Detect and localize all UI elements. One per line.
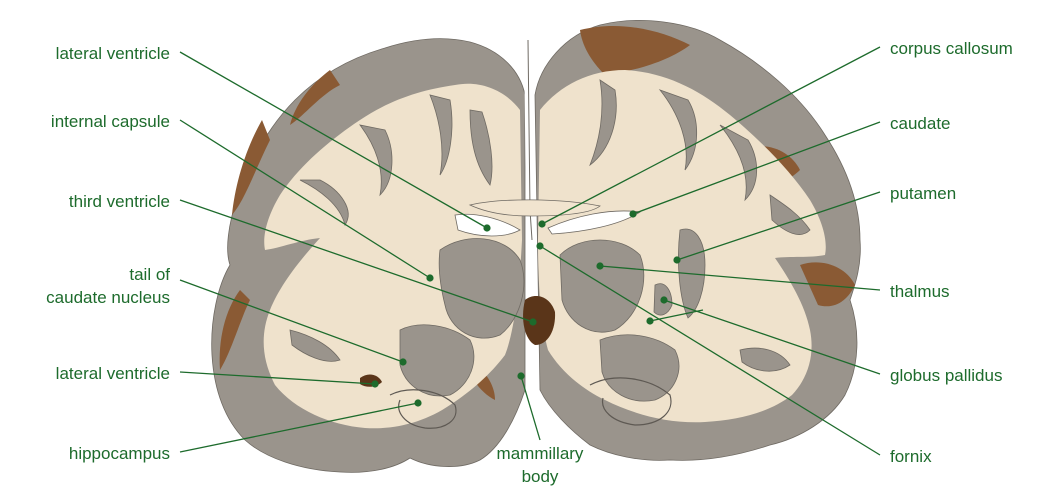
label-hippocampus: hippocampus [69, 444, 170, 463]
dot-hippocampus [414, 399, 421, 406]
dot-caudate [629, 210, 636, 217]
label-internal-capsule: internal capsule [51, 112, 170, 131]
label-lateral-ventricle-bottom: lateral ventricle [56, 364, 170, 383]
dot-internal-capsule [426, 274, 433, 281]
label-globus-pallidus: globus pallidus [890, 366, 1002, 385]
label-mammillary-line2: body [522, 467, 559, 486]
dot-globus-pallidus-1 [660, 296, 667, 303]
dot-lateral-ventricle-top [483, 224, 490, 231]
dot-tail-of-caudate [399, 358, 406, 365]
labels-left: lateral ventricle internal capsule third… [46, 44, 170, 463]
dot-globus-pallidus-2 [646, 317, 653, 324]
dot-fornix [536, 242, 543, 249]
dot-thalmus [596, 262, 603, 269]
label-tail-of-caudate-line2: caudate nucleus [46, 288, 170, 307]
label-caudate: caudate [890, 114, 951, 133]
dot-putamen [673, 256, 680, 263]
labels-bottom: mammillary body [497, 444, 584, 486]
label-tail-of-caudate-line1: tail of [129, 265, 170, 284]
dot-corpus-callosum [538, 220, 545, 227]
labels-right: corpus callosum caudate putamen thalmus … [890, 39, 1013, 466]
dot-third-ventricle [529, 318, 536, 325]
label-lateral-ventricle-top: lateral ventricle [56, 44, 170, 63]
label-putamen: putamen [890, 184, 956, 203]
dot-mammillary-body [517, 372, 524, 379]
label-fornix: fornix [890, 447, 932, 466]
brain-illustration [212, 20, 861, 472]
label-mammillary-line1: mammillary [497, 444, 584, 463]
dot-lateral-ventricle-bottom [371, 380, 378, 387]
label-corpus-callosum: corpus callosum [890, 39, 1013, 58]
label-thalmus: thalmus [890, 282, 950, 301]
label-third-ventricle: third ventricle [69, 192, 170, 211]
leader-mammillary-body [521, 376, 540, 440]
